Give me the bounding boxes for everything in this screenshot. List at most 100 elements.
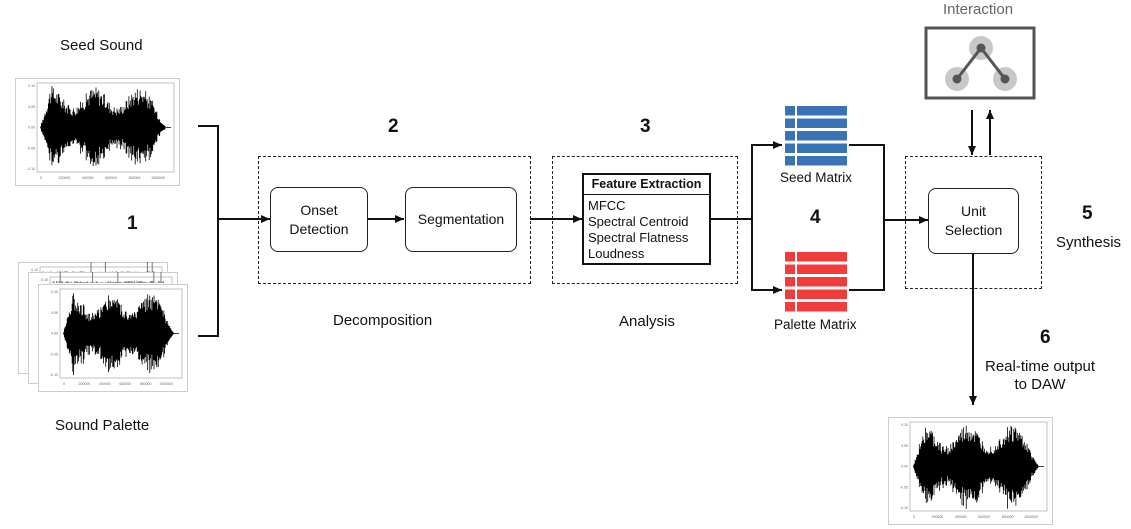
waveform-x-tick: 400000	[82, 176, 94, 180]
output-waveform: 0.10 0.05 0.00 -0.05 -0.10 0 200000 400000 60000…	[888, 417, 1053, 525]
step-number-3: 3	[640, 116, 651, 137]
waveform-x-tick: 1000000	[151, 176, 165, 180]
waveform-x-tick: 0	[913, 515, 915, 519]
waveform-plot-area	[36, 82, 175, 173]
seed-sound-label: Seed Sound	[60, 37, 143, 54]
matrix-cell	[797, 289, 847, 299]
waveform-x-tick: 200000	[932, 515, 944, 519]
decomposition-frame	[258, 156, 531, 284]
waveform-x-tick: 0	[63, 382, 65, 386]
feature-extraction-title: Feature Extraction	[584, 175, 709, 195]
waveform-y-tick: 0.10	[31, 268, 38, 272]
segmentation-label: Segmentation	[417, 211, 505, 227]
waveform-x-tick: 200000	[79, 382, 91, 386]
unit-line1: Unit	[961, 203, 986, 219]
onset-line1: Onset	[300, 201, 338, 218]
step-number-5: 5	[1082, 203, 1093, 224]
waveform-trace	[63, 293, 179, 376]
palette-matrix-label: Palette Matrix	[774, 317, 857, 332]
waveform-y-tick: 0.05	[901, 444, 908, 448]
matrix-cell	[785, 156, 795, 166]
waveform-x-tick: 600000	[105, 176, 117, 180]
waveform-x-tick: 800000	[140, 382, 152, 386]
matrix-cell	[785, 131, 795, 141]
waveform-x-tick: 600000	[978, 515, 990, 519]
waveform-x-tick: 400000	[955, 515, 967, 519]
feature-extraction-box: Feature Extraction MFCC Spectral Centroi…	[582, 173, 711, 265]
waveform-y-tick: -0.10	[900, 506, 908, 510]
step-number-4: 4	[810, 207, 821, 228]
matrix-cell	[785, 106, 795, 116]
matrix-cell	[797, 264, 847, 274]
waveform-y-tick: 0.05	[28, 105, 35, 109]
matrix-cell	[797, 302, 847, 312]
waveform-y-tick: 0.10	[41, 278, 48, 282]
matrix-cell	[797, 118, 847, 128]
step-number-2: 2	[388, 116, 399, 137]
waveform-x-tick: 600000	[119, 382, 131, 386]
matrix-cell	[797, 252, 847, 262]
matrix-cell	[785, 118, 795, 128]
matrix-cell	[785, 277, 795, 287]
matrix-cell	[785, 302, 795, 312]
waveform-y-tick: 0.10	[28, 84, 35, 88]
decomposition-label: Decomposition	[333, 312, 433, 329]
feature-list: MFCC Spectral Centroid Spectral Flatness…	[584, 195, 709, 262]
waveform-x-tick: 800000	[1002, 515, 1014, 519]
synthesis-frame	[905, 156, 1042, 289]
synthesis-label: Synthesis	[1056, 234, 1122, 251]
waveform-y-tick: -0.10	[27, 167, 35, 171]
waveform-y-tick: 0.10	[901, 423, 908, 427]
waveform-y-tick: -0.10	[50, 373, 58, 377]
palette-waveform-front: 0.10 0.05 0.00 -0.05 -0.10 0 200000 400000 60000…	[38, 284, 188, 392]
waveform-x-tick: 200000	[59, 176, 71, 180]
waveform-trace	[40, 86, 171, 166]
waveform-y-tick: 0.00	[901, 465, 908, 469]
waveform-y-tick: 0.00	[28, 126, 35, 130]
analysis-label: Analysis	[619, 313, 675, 330]
waveform-x-tick: 0	[40, 176, 42, 180]
seed-matrix-icon	[785, 106, 847, 166]
waveform-y-tick: -0.05	[27, 146, 35, 150]
arrow-to-palette-matrix	[751, 219, 782, 294]
arrow-to-seed-matrix	[751, 141, 782, 219]
waveform-y-tick: 0.00	[51, 332, 58, 336]
step-number-1: 1	[127, 213, 138, 234]
waveform-x-tick: 400000	[99, 382, 111, 386]
seed-waveform: 0.10 0.05 0.00 -0.05 -0.10 0 200000 400000 60000…	[15, 78, 180, 186]
feature-item: Spectral Centroid	[588, 214, 689, 229]
output-line2: to DAW	[1014, 376, 1066, 393]
matrix-cell	[785, 252, 795, 262]
output-line1: Real-time output	[985, 358, 1096, 375]
waveform-plot-area	[59, 288, 183, 379]
waveform-x-tick: 1000000	[1024, 515, 1038, 519]
segmentation-box: Segmentation	[405, 187, 517, 252]
analysis-frame	[552, 156, 738, 284]
matrix-cell	[797, 277, 847, 287]
waveform-y-tick: -0.05	[50, 352, 58, 356]
matrix-cell	[785, 143, 795, 153]
matrix-cell	[785, 264, 795, 274]
matrix-cell	[797, 131, 847, 141]
matrix-cell	[785, 289, 795, 299]
output-label: Real-time output to DAW	[985, 358, 1095, 394]
waveform-y-tick: 0.05	[51, 311, 58, 315]
feature-item: Spectral Flatness	[588, 230, 689, 245]
unit-line2: Selection	[944, 222, 1003, 238]
input-bracket	[198, 125, 219, 337]
waveform-y-tick: -0.05	[900, 485, 908, 489]
sound-palette-label: Sound Palette	[55, 417, 150, 434]
waveform-plot-area	[909, 421, 1048, 512]
waveform-y-tick: 0.10	[51, 290, 58, 294]
waveform-trace	[913, 425, 1044, 509]
interaction-label: Interaction	[943, 1, 1014, 18]
matrix-cell	[797, 156, 847, 166]
interaction-icon[interactable]	[924, 26, 1036, 100]
matrix-cell	[797, 106, 847, 116]
palette-matrix-icon	[785, 252, 847, 312]
onset-line2: Detection	[289, 220, 349, 237]
waveform-trace	[52, 272, 164, 283]
